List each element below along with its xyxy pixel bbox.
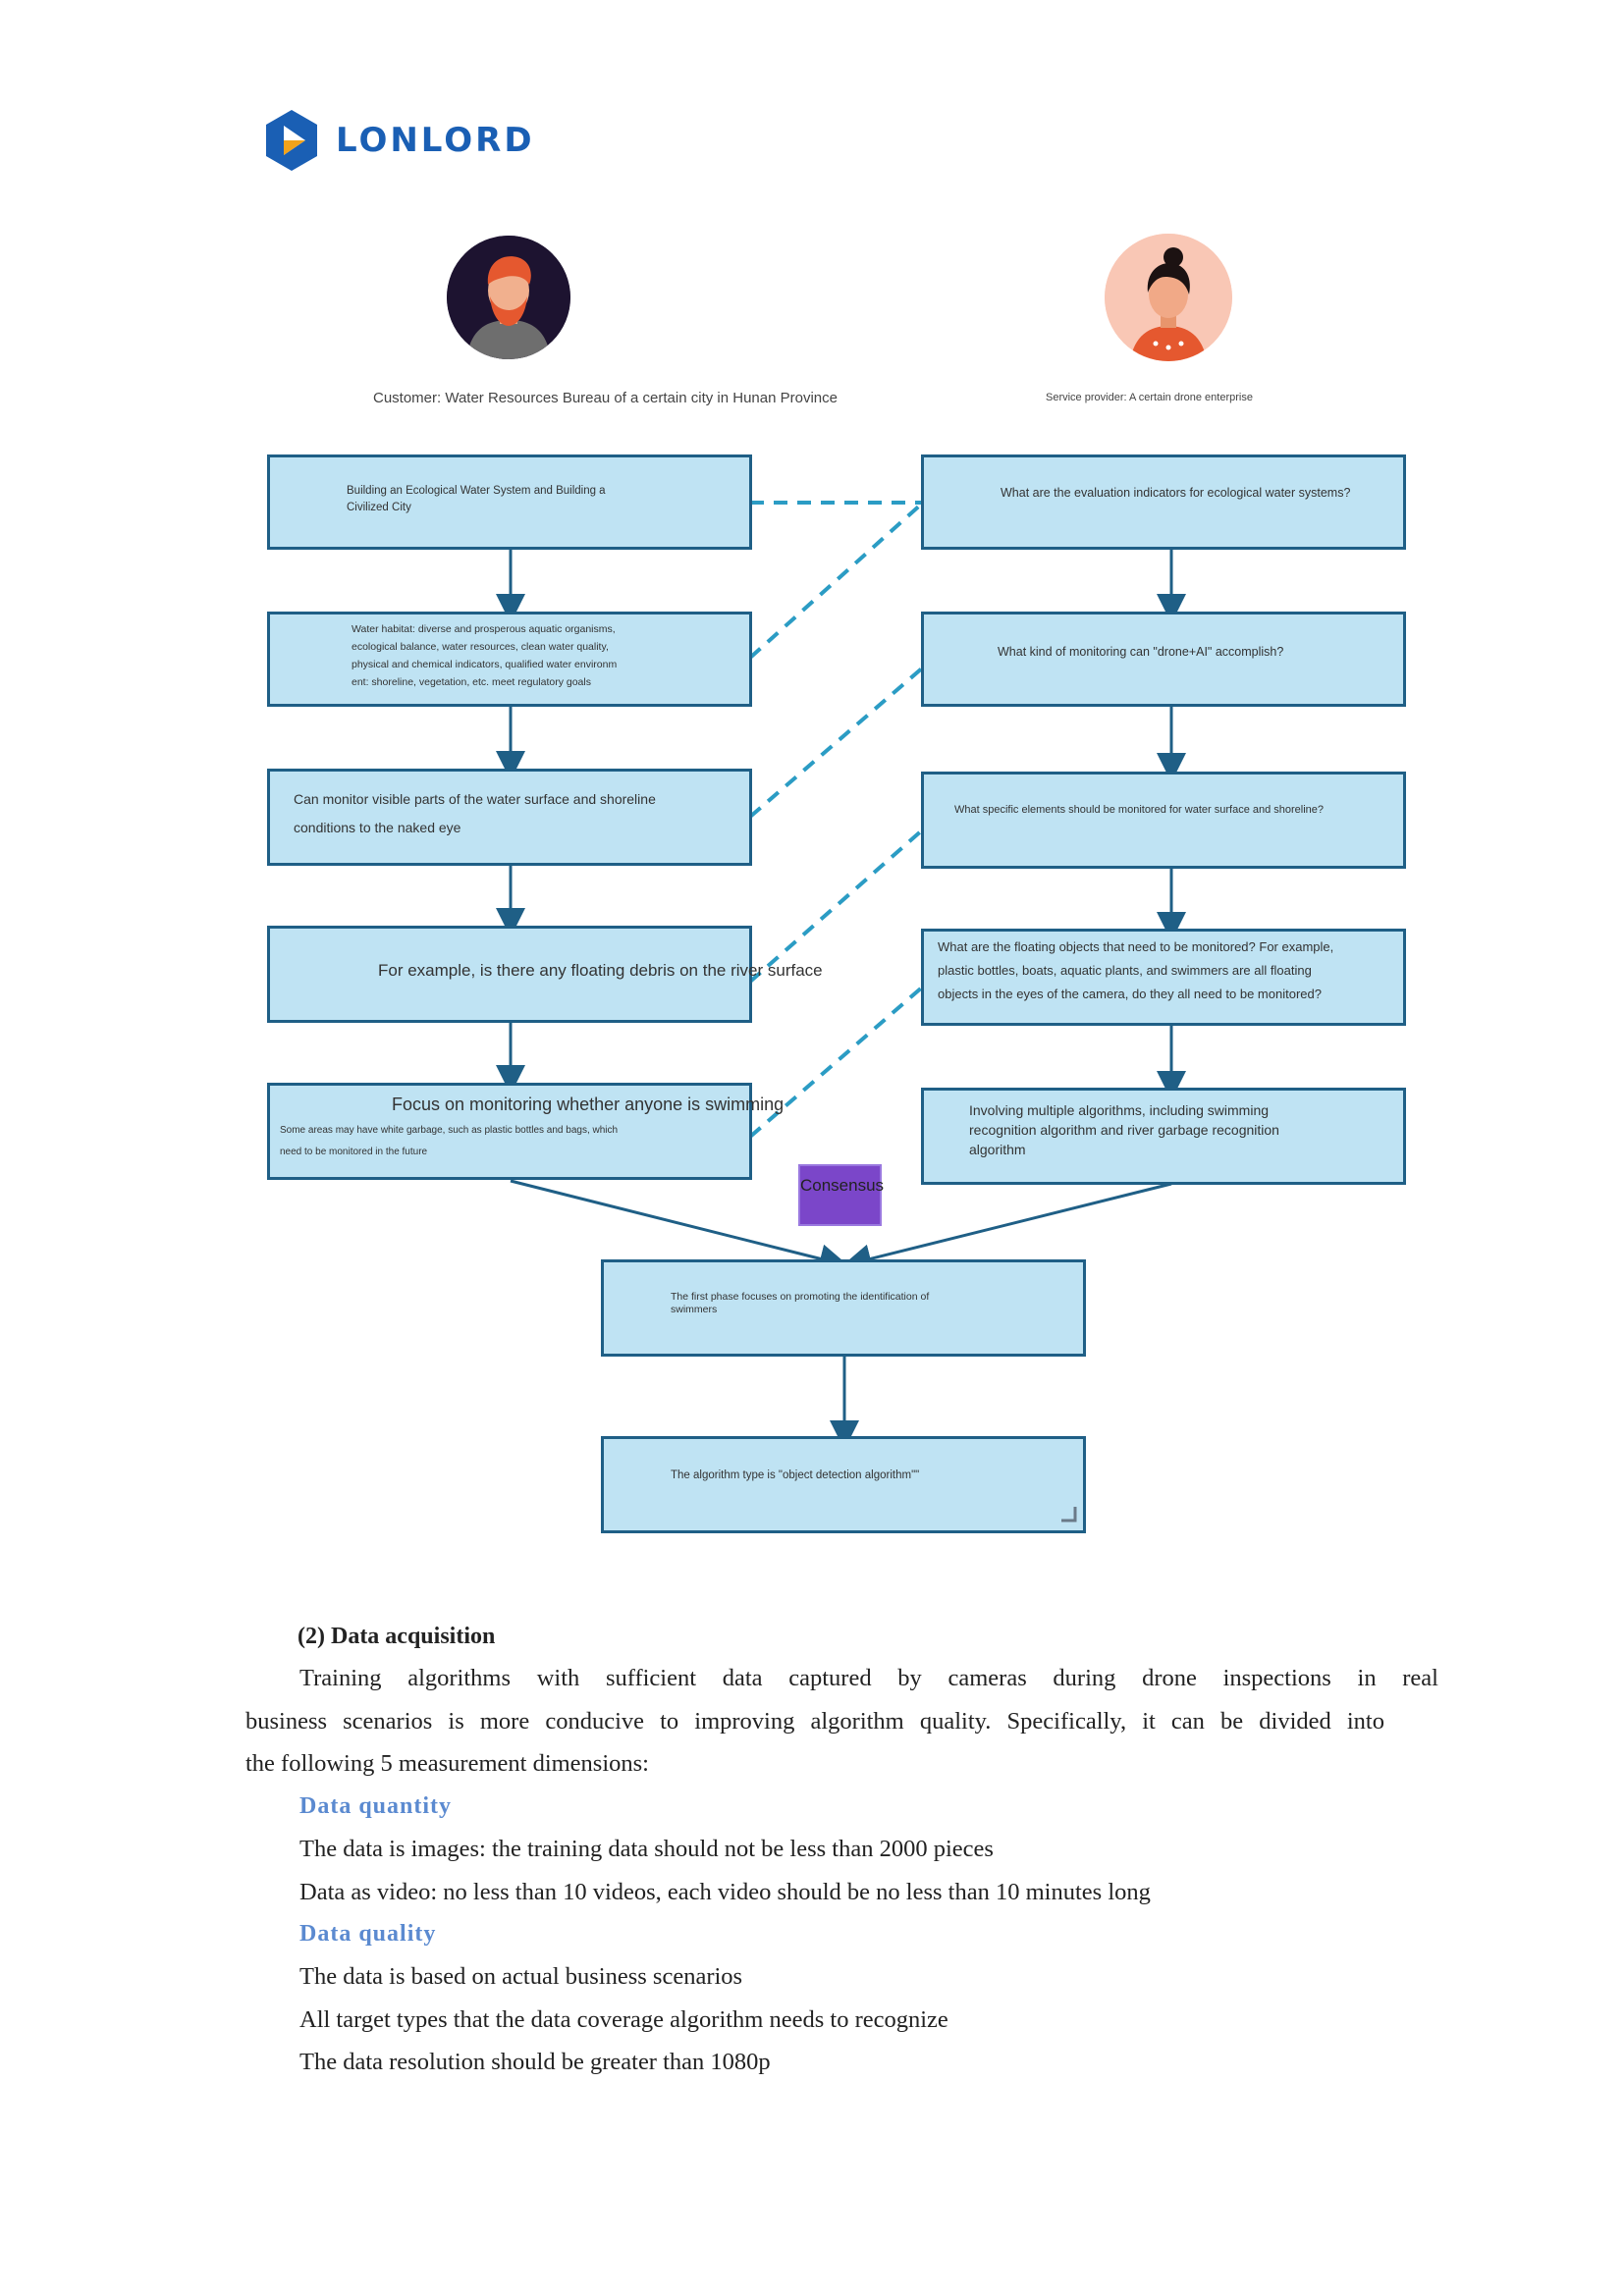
right-box-1: What are the evaluation indicators for e…	[921, 454, 1406, 550]
provider-role-label: Service provider: A certain drone enterp…	[1046, 392, 1253, 403]
left-box-3-text: Can monitor visible parts of the water s…	[294, 791, 656, 835]
bottom-box-1: The first phase focuses on promoting the…	[601, 1259, 1086, 1357]
intro-line-3: the following 5 measurement dimensions:	[245, 1750, 649, 1777]
right-box-5: Involving multiple algorithms, including…	[921, 1088, 1406, 1185]
bottom-box-1-text: The first phase focuses on promoting the…	[671, 1291, 930, 1315]
bearded-man-icon	[447, 236, 570, 359]
right-box-4: What are the floating objects that need …	[921, 929, 1406, 1026]
quality-item-2: All target types that the data coverage …	[299, 2006, 948, 2033]
right-box-3-text: What specific elements should be monitor…	[954, 804, 1325, 816]
right-box-2-text: What kind of monitoring can "drone+AI" a…	[998, 645, 1284, 659]
right-box-2: What kind of monitoring can "drone+AI" a…	[921, 612, 1406, 707]
left-box-1: Building an Ecological Water System and …	[267, 454, 752, 550]
data-quantity-heading: Data quantity	[299, 1793, 453, 1819]
left-box-4: For example, is there any floating debri…	[267, 926, 823, 1023]
left-box-5-title: Focus on monitoring whether anyone is sw…	[392, 1095, 785, 1114]
corner-handle-icon	[1061, 1507, 1077, 1522]
left-box-1-text: Building an Ecological Water System and …	[347, 485, 606, 513]
quality-item-3: The data resolution should be greater th…	[299, 2049, 771, 2075]
bottom-box-2-text: The algorithm type is "object detection …	[671, 1469, 920, 1481]
customer-role-label: Customer: Water Resources Bureau of a ce…	[373, 390, 838, 406]
right-box-4-text: What are the floating objects that need …	[938, 939, 1334, 1001]
right-box-5-text: Involving multiple algorithms, including…	[969, 1102, 1279, 1157]
quantity-item-1: The data is images: the training data sh…	[299, 1836, 994, 1862]
right-box-1-text: What are the evaluation indicators for e…	[1001, 486, 1351, 500]
section-heading: (2) Data acquisition	[298, 1624, 496, 1649]
right-box-3: What specific elements should be monitor…	[921, 772, 1406, 869]
provider-avatar	[1105, 234, 1232, 361]
data-quality-heading: Data quality	[299, 1921, 437, 1947]
flow-connectors	[496, 501, 1186, 1450]
company-logo: LONLORD	[263, 108, 535, 173]
quality-item-1: The data is based on actual business sce…	[299, 1963, 743, 1990]
customer-avatar	[447, 236, 570, 359]
left-box-2: Water habitat: diverse and prosperous aq…	[267, 612, 752, 707]
left-box-4-text: For example, is there any floating debri…	[378, 961, 823, 980]
bottom-box-2: The algorithm type is "object detection …	[601, 1436, 1086, 1533]
left-box-5: Focus on monitoring whether anyone is sw…	[267, 1083, 784, 1180]
woman-icon	[1105, 234, 1232, 361]
intro-line-2: business scenarios is more conducive to …	[245, 1708, 1384, 1735]
quantity-item-2: Data as video: no less than 10 videos, e…	[299, 1879, 1151, 1905]
data-acquisition-section: (2) Data acquisition Training algorithms…	[245, 1620, 1438, 2091]
intro-line-1: Training algorithms with sufficient data…	[299, 1665, 1438, 1691]
left-box-5-note: Some areas may have white garbage, such …	[280, 1125, 619, 1157]
brand-name: LONLORD	[336, 121, 535, 160]
left-box-3: Can monitor visible parts of the water s…	[267, 769, 752, 866]
left-box-2-text: Water habitat: diverse and prosperous aq…	[352, 623, 618, 688]
lonlord-hexagon-logo-icon	[266, 110, 317, 171]
consensus-label: Consensus	[798, 1164, 884, 1226]
